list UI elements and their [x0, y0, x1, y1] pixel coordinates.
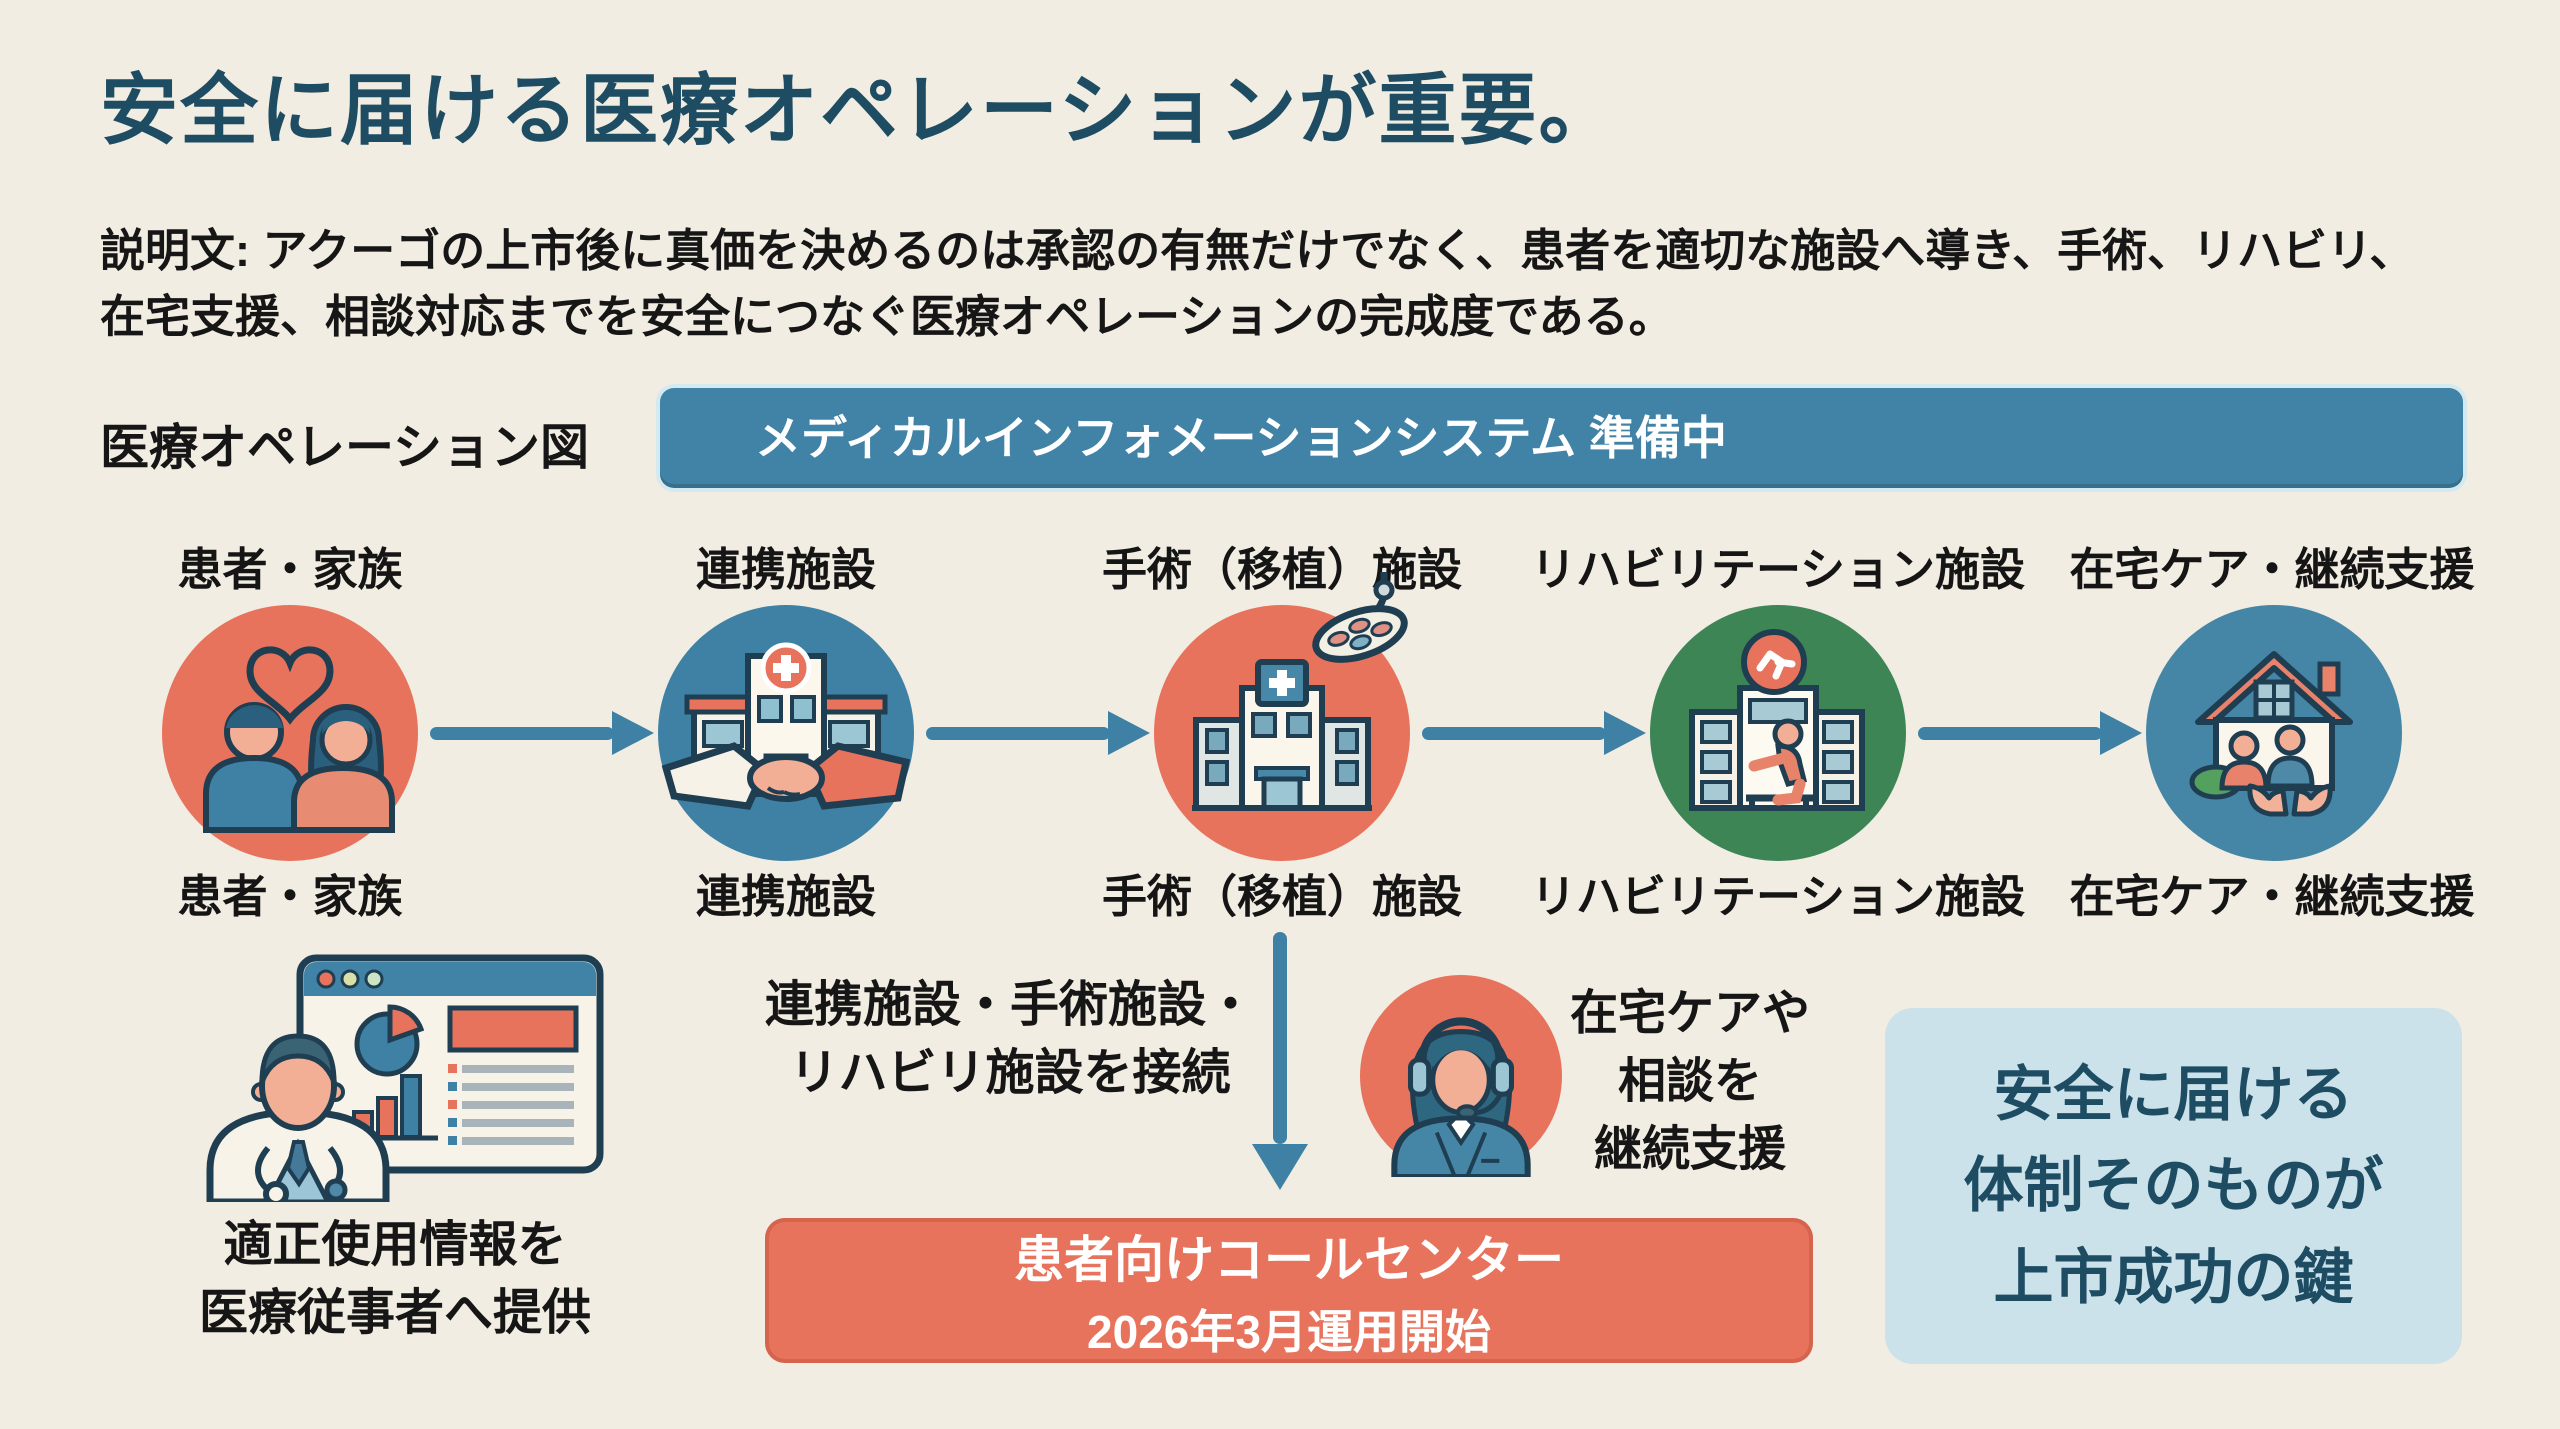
- key-message-line-3: 上市成功の鍵: [1993, 1243, 2354, 1311]
- home-care-icon: [2146, 605, 2402, 861]
- flow-arrow-2: [926, 711, 1150, 755]
- call-center-operator-icon: [1360, 975, 1562, 1177]
- flow-arrow-1: [430, 711, 654, 755]
- description: 説明文: アクーゴの上市後に真価を決めるのは承認の有無だけでなく、患者を適切な施…: [100, 218, 2414, 350]
- flow-arrow-3: [1422, 711, 1646, 755]
- diagram-label: 医療オペレーション図: [100, 421, 590, 475]
- flow-node-label-bottom: 連携施設: [695, 871, 876, 922]
- partner-facility-icon: [658, 605, 914, 861]
- connection-line-1: 連携施設・手術施設・: [764, 978, 1255, 1032]
- description-line-1: 説明文: アクーゴの上市後に真価を決めるのは承認の有無だけでなく、患者を適切な施…: [100, 225, 2415, 276]
- rehab-facility-icon: [1650, 605, 1906, 861]
- flow-node-label-bottom: 手術（移植）施設: [1101, 871, 1462, 922]
- flow-node-label-top: 在宅ケア・継続支援: [2069, 544, 2475, 595]
- connection-text: 連携施設・手術施設・ リハビリ施設を接続: [700, 972, 1320, 1107]
- flow-node-label-top: 手術（移植）施設: [1101, 544, 1462, 595]
- provision-line-1: 適正使用情報を: [223, 1218, 567, 1272]
- flow-node-label-bottom: リハビリテーション施設: [1530, 871, 2026, 922]
- flow-node-label-top: リハビリテーション施設: [1530, 544, 2026, 595]
- doctor-report-icon: [206, 954, 604, 1202]
- surgery-facility-icon: [1154, 572, 1410, 861]
- flow-node-label-top: 連携施設: [695, 544, 876, 595]
- description-line-2: 在宅支援、相談対応までを安全につなぐ医療オペレーションの完成度である。: [100, 291, 1674, 343]
- provision-line-2: 医療従事者へ提供: [198, 1285, 591, 1340]
- key-message-box: 安全に届ける 体制そのものが 上市成功の鍵: [1885, 1008, 2462, 1364]
- call-center-banner-line-2: 2026年3月運用開始: [1087, 1305, 1491, 1358]
- down-arrow: [1252, 932, 1308, 1190]
- flow-node-label-top: 患者・家族: [177, 544, 403, 595]
- page-title: 安全に届ける医療オペレーションが重要。: [100, 66, 1619, 154]
- home-support-line-3: 継続支援: [1593, 1123, 1786, 1177]
- flow-arrow-4: [1918, 711, 2142, 755]
- key-message-line-1: 安全に届ける: [1993, 1061, 2354, 1129]
- patient-family-icon: [162, 605, 418, 861]
- flow-node-label-bottom: 患者・家族: [177, 871, 403, 922]
- key-message-line-2: 体制そのものが: [1963, 1152, 2384, 1220]
- connection-line-2: リハビリ施設を接続: [789, 1045, 1231, 1100]
- home-support-text: 在宅ケアや 相談を 継続支援: [1545, 980, 1835, 1184]
- flow-node-label-bottom: 在宅ケア・継続支援: [2069, 871, 2475, 922]
- call-center-banner-line-1: 患者向けコールセンター: [1014, 1231, 1564, 1288]
- provision-caption: 適正使用情報を 医療従事者へ提供: [105, 1212, 685, 1347]
- home-support-line-1: 在宅ケアや: [1569, 987, 1810, 1040]
- call-center-banner: 患者向けコールセンター 2026年3月運用開始: [765, 1218, 1813, 1363]
- system-banner: メディカルインフォメーションシステム 準備中: [660, 388, 2463, 488]
- home-support-line-2: 相談を: [1617, 1055, 1762, 1109]
